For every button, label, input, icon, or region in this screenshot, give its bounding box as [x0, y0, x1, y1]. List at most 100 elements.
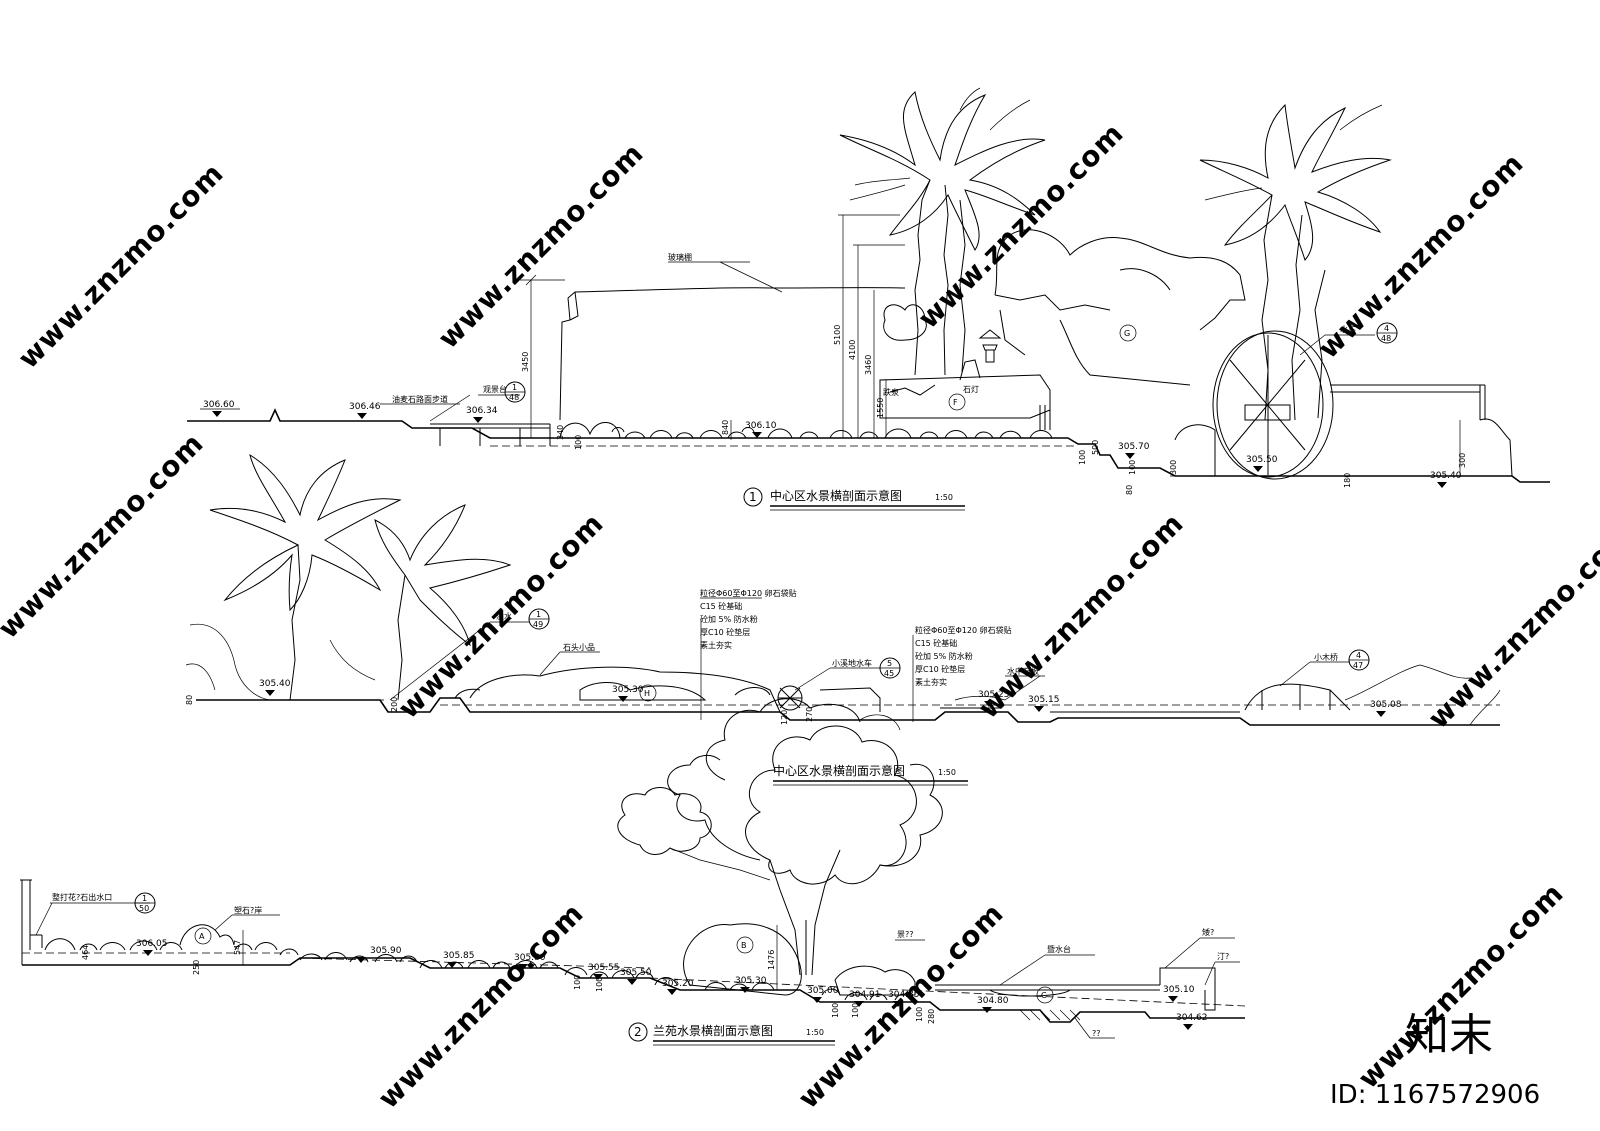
elevation-label: 305.10: [1163, 985, 1195, 995]
elevation-label: 306.05: [136, 939, 168, 949]
zone-label-C: C: [1041, 991, 1047, 1000]
wooden-bridge: [1244, 664, 1501, 726]
note-label: 溢水: [496, 611, 512, 621]
note-label: 暨水台: [1047, 944, 1071, 954]
viewing-platform: C: [935, 967, 1216, 1021]
caption-scale: 1:50: [806, 1028, 824, 1037]
fountain-block: F: [879, 329, 1051, 430]
ref-number: 1: [536, 610, 541, 619]
ref-sheet: 48: [1381, 334, 1391, 343]
watermark-text: www.znzmo.com: [1352, 876, 1571, 1095]
palm-tree: [185, 453, 512, 701]
water-wheel: [1174, 330, 1513, 480]
dim-label: 270: [805, 707, 814, 722]
palm-tree: [1199, 103, 1392, 421]
dim-label: 100: [595, 977, 604, 992]
dim-label: 464: [81, 945, 90, 960]
note-label: 跌泉: [883, 387, 899, 397]
elevation-label: 306.60: [203, 400, 235, 410]
elevation-label: 305.70: [1118, 442, 1150, 452]
caption-scale: 1:50: [935, 493, 953, 502]
elevation-label: 305.40: [259, 679, 291, 689]
elevation-markers: 306.05 305.90 305.85 305.80 305.55 305.5…: [136, 939, 1208, 1030]
elevation-label: 305.15: [1028, 695, 1060, 705]
section-caption: 1 中心区水景横剖面示意图 1:50: [743, 487, 965, 511]
dim-label: 280: [927, 1009, 936, 1024]
elevation-label: 305.08: [1370, 700, 1402, 710]
dim-label: 3450: [521, 352, 530, 372]
elevation-label: 305.30: [612, 685, 644, 695]
elevation-label: 305.80: [514, 953, 546, 963]
note-line: 素土夯实: [700, 640, 732, 650]
elevation-label: 305.55: [588, 963, 620, 973]
dim-label: 100: [573, 975, 582, 990]
elevation-label: 305.40: [1430, 471, 1462, 481]
elevation-markers: 306.60 306.46 306.34 306.10 305.70 305.5…: [200, 400, 1462, 488]
note-line: 厚C10 砼垫层: [915, 664, 965, 674]
dim-label: 1476: [767, 950, 776, 970]
zone-label-F: F: [953, 398, 958, 407]
elevation-label: 306.10: [745, 421, 777, 431]
ref-number: 4: [1356, 651, 1361, 660]
watermark-text: www.znzmo.com: [1422, 516, 1600, 735]
dim-label: 100: [851, 1003, 860, 1018]
dimension-lines: 80 200 120 270: [185, 620, 914, 725]
note-label: 小木桥: [1314, 652, 1338, 662]
ground-line: [187, 408, 1550, 483]
note-label: ??: [1092, 1029, 1101, 1038]
watermark-text: www.znzmo.com: [12, 156, 231, 375]
note-label: 小溪地水车: [832, 658, 872, 668]
dim-label: 100: [915, 1007, 924, 1022]
ref-sheet: 48: [509, 393, 519, 402]
dim-label: 180: [1343, 473, 1352, 488]
zone-label-A: A: [199, 932, 205, 941]
construction-notes: 粒径Φ60至Φ120 卵石袋贴 C15 砼基础 砼加 5% 防水粉 厚C10 砼…: [700, 588, 1012, 687]
dim-label: 300: [1169, 460, 1178, 475]
ref-number: 1: [142, 894, 147, 903]
note-label: 景??: [897, 930, 914, 939]
elevation-label: 305.25: [978, 690, 1010, 700]
section-3: B A C 464 250 547: [20, 698, 1246, 1046]
ground-line: [196, 697, 1500, 726]
note-label: 观景台: [483, 384, 507, 394]
elevation-markers: 305.40 305.30 305.25 305.15 305.08: [259, 679, 1402, 717]
elevation-label: 304.80: [977, 996, 1009, 1006]
note-label: 塑石?岸: [234, 906, 262, 915]
caption-number: 2: [634, 1025, 642, 1039]
dimension-lines: 3450 5100 4100 3460 1550 840 340 100 100…: [520, 214, 1467, 495]
watermark-id: ID: 1167572906: [1330, 1080, 1540, 1110]
note-label: 矮?: [1202, 927, 1214, 937]
zone-label-H: H: [644, 689, 650, 698]
glass-canopy: [559, 287, 906, 421]
dim-label: 250: [192, 960, 201, 975]
dim-label: 200: [390, 697, 399, 712]
ref-sheet: 45: [884, 669, 894, 678]
note-line: 砼加 5% 防水粉: [915, 651, 973, 661]
elevation-label: 304.85: [888, 990, 920, 1000]
small-water-wheel: [777, 685, 881, 712]
watermark-text: www.znzmo.com: [432, 136, 651, 355]
watermark-text: www.znzmo.com: [0, 426, 210, 645]
note-line: 粒径Φ60至Φ120 卵石袋贴: [700, 588, 797, 598]
annotations: 溢水 1 49 石头小品 小溪地水车 5 45 水中石板 小木桥 4 47: [389, 608, 1370, 701]
dim-label: 4100: [848, 340, 857, 360]
note-label: 水中石板: [1007, 666, 1039, 676]
elevation-label: 306.34: [466, 406, 498, 416]
dim-label: 340: [556, 425, 565, 440]
note-label: 石灯: [963, 384, 979, 394]
dim-label: 100: [1078, 450, 1087, 465]
stone-feature: H: [454, 666, 781, 713]
dim-label: 300: [1458, 453, 1467, 468]
dim-label: 5100: [833, 325, 842, 345]
dimension-lines: 464 250 547 1476 100 100 100 100 100 280: [81, 925, 936, 1024]
note-label: 汀?: [1217, 952, 1229, 961]
rock-row: [559, 422, 1053, 439]
caption-title: 中心区水景横剖面示意图: [770, 488, 902, 503]
zone-label-B: B: [741, 941, 747, 950]
rock-row: B A: [44, 923, 916, 1001]
dim-label: 547: [233, 940, 242, 955]
dim-label: 100: [1128, 460, 1137, 475]
annotations: 整打花?石出水口 1 50 塑石?岸 景?? 暨水台 矮? 汀? ??: [35, 892, 1240, 1039]
dim-label: 80: [185, 695, 194, 705]
dim-label: 100: [831, 1003, 840, 1018]
